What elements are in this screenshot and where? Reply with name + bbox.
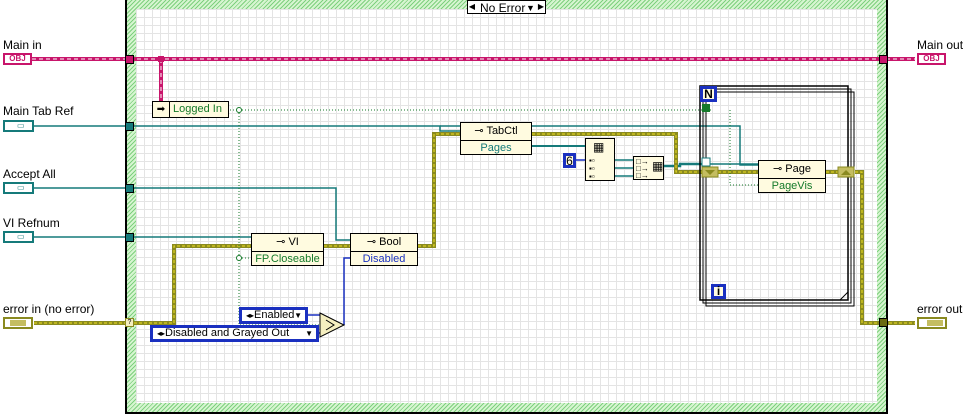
case-selector-terminal: ?: [125, 318, 134, 327]
conditional-terminal: [702, 104, 710, 112]
select-function: [319, 312, 346, 338]
for-loop: [699, 85, 855, 307]
accept-all-terminal[interactable]: ▭: [3, 182, 34, 194]
main-tab-ref-tunnel: [125, 122, 134, 131]
build-array-icon: □→□→□→: [636, 157, 649, 180]
loop-count-terminal[interactable]: N: [700, 86, 717, 102]
page-property-node[interactable]: ⊸ Page PageVis: [758, 160, 826, 193]
fp-closeable-property[interactable]: FP.Closeable: [255, 253, 320, 265]
pagevis-property[interactable]: PageVis: [771, 180, 813, 192]
indexing-tunnel: [701, 157, 711, 167]
cluster-icon: [10, 320, 26, 326]
wrench-icon: ⊸: [474, 125, 487, 137]
case-structure-canvas: [136, 9, 877, 403]
refnum-icon: ▭: [17, 183, 25, 192]
wrench-icon: ⊸: [773, 163, 786, 175]
refnum-icon: ▭: [17, 121, 25, 130]
error-in-terminal[interactable]: [3, 317, 33, 329]
logged-in-property[interactable]: ➡ Logged In: [152, 101, 229, 118]
vi-refnum-tunnel: [125, 233, 134, 242]
main-in-terminal[interactable]: OBJ: [3, 53, 32, 65]
bool-property-node[interactable]: ⊸ Bool Disabled: [350, 233, 418, 266]
main-out-terminal[interactable]: OBJ: [917, 53, 946, 65]
numeric-constant[interactable]: 6: [563, 153, 576, 168]
refnum-icon: ▭: [17, 232, 25, 241]
main-tab-ref-label: Main Tab Ref: [3, 104, 74, 118]
main-out-tunnel: [879, 55, 888, 64]
cluster-icon: [927, 320, 943, 326]
case-structure[interactable]: [125, 0, 888, 414]
main-refnum-wire: [32, 56, 915, 103]
main-tab-ref-terminal[interactable]: ▭: [3, 120, 34, 132]
chevron-down-icon[interactable]: ▼: [294, 311, 302, 320]
array-icon: ▦: [593, 140, 605, 154]
chevron-down-icon[interactable]: ▼: [526, 3, 535, 13]
enum-increment-icon: ◂▸: [157, 329, 166, 338]
next-case-icon[interactable]: ▶: [537, 1, 545, 13]
vi-property-node[interactable]: ⊸ VI FP.Closeable: [251, 233, 324, 266]
vi-class-label: VI: [288, 236, 299, 248]
disabled-property[interactable]: Disabled: [362, 253, 406, 265]
error-in-label: error in (no error): [3, 302, 95, 316]
pages-property[interactable]: Pages: [480, 142, 512, 154]
enum-enabled-constant[interactable]: ◂▸Enabled▼: [239, 307, 308, 324]
page-class-label: Page: [785, 163, 811, 175]
logged-in-wire: [230, 109, 760, 326]
arrow-right-icon: ➡: [153, 102, 170, 117]
chevron-down-icon[interactable]: ▼: [305, 329, 313, 338]
main-tab-ref-wire: [34, 125, 460, 132]
main-in-tunnel: [125, 55, 134, 64]
accept-all-tunnel: [125, 184, 134, 193]
enum-value: Enabled: [254, 309, 295, 321]
array-icon: ▦: [652, 159, 664, 173]
vi-refnum-terminal[interactable]: ▭: [3, 231, 34, 243]
vi-refnum-label: VI Refnum: [3, 216, 60, 230]
error-out-label: error out: [917, 302, 963, 316]
build-array-function[interactable]: □→□→□→ ▦: [633, 156, 664, 180]
error-out-tunnel: [879, 318, 888, 327]
logged-in-label: Logged In: [173, 103, 222, 115]
tabctl-class-label: TabCtl: [486, 125, 518, 137]
index-array-function[interactable]: ▦ ▪▫▪▫▪▫: [585, 138, 615, 181]
loop-iteration-terminal: i: [711, 284, 726, 299]
main-in-label: Main in: [3, 38, 42, 52]
enum-increment-icon: ◂▸: [246, 311, 255, 320]
tabctl-property-node[interactable]: ⊸ TabCtl Pages: [460, 122, 532, 155]
enum-disabled-constant[interactable]: ◂▸Disabled and Grayed Out ▼: [150, 325, 319, 342]
obj-glyph: OBJ: [9, 54, 26, 63]
wrench-icon: ⊸: [366, 236, 380, 248]
obj-glyph: OBJ: [923, 54, 940, 63]
error-out-terminal[interactable]: [917, 317, 947, 329]
accept-all-label: Accept All: [3, 167, 56, 181]
main-out-label: Main out: [917, 38, 964, 52]
wrench-icon: ⊸: [276, 236, 289, 248]
enum-value: Disabled and Grayed Out: [165, 327, 290, 339]
error-wire: [34, 132, 915, 325]
prev-case-icon[interactable]: ◀: [468, 1, 476, 13]
index-inputs-icon: ▪▫▪▫▪▫: [589, 156, 595, 181]
bool-class-label: Bool: [379, 236, 402, 248]
case-selector[interactable]: ◀ No Error ▼ ▶: [467, 0, 546, 14]
case-selector-label: No Error: [480, 1, 526, 15]
accept-all-wire: [34, 187, 350, 241]
